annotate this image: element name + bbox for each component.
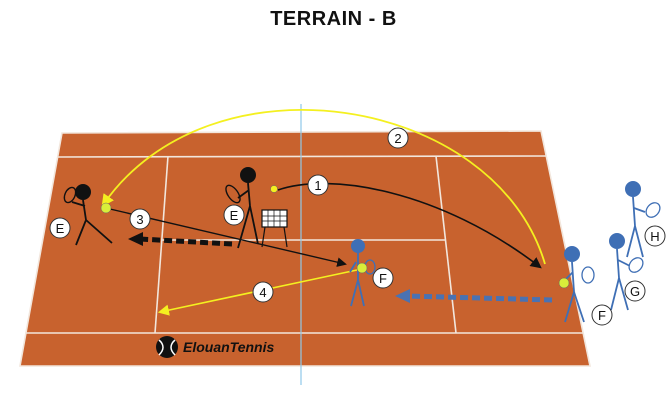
player-f-baseline-figure bbox=[558, 246, 595, 323]
brand-logo: ElouanTennis bbox=[156, 336, 274, 358]
player-h-figure bbox=[625, 181, 661, 258]
step-4-badge: 4 bbox=[252, 281, 274, 303]
player-label-e-baseline: E bbox=[49, 217, 71, 239]
svg-text:2: 2 bbox=[394, 131, 401, 146]
player-label-e-feeder: E bbox=[223, 204, 245, 226]
player-f-net-figure bbox=[349, 239, 376, 307]
player-label-f-baseline: F bbox=[591, 304, 613, 326]
ball-icon bbox=[356, 262, 368, 274]
ball-icon bbox=[558, 277, 570, 289]
svg-text:4: 4 bbox=[259, 285, 266, 300]
step-3-badge: 3 bbox=[129, 208, 151, 230]
tennis-court bbox=[19, 104, 591, 385]
svg-text:1: 1 bbox=[314, 178, 321, 193]
player-e-baseline-figure bbox=[63, 184, 113, 246]
racket-icon bbox=[63, 186, 77, 204]
svg-text:3: 3 bbox=[136, 212, 143, 227]
player-label-f-net: F bbox=[372, 267, 394, 289]
movement-arrow-black bbox=[128, 232, 233, 247]
shot-arrow-1 bbox=[277, 182, 542, 269]
svg-text:E: E bbox=[56, 221, 65, 236]
svg-text:E: E bbox=[230, 208, 239, 223]
player-e-feeder-figure bbox=[225, 167, 278, 249]
brand-name: ElouanTennis bbox=[183, 339, 274, 355]
racket-icon bbox=[581, 266, 595, 284]
player-g-figure bbox=[609, 233, 644, 311]
racket-icon bbox=[225, 184, 241, 204]
racket-icon bbox=[645, 202, 661, 218]
step-1-badge: 1 bbox=[307, 174, 329, 196]
ball-icon bbox=[270, 185, 278, 193]
court-lines bbox=[19, 130, 591, 367]
racket-icon bbox=[628, 257, 644, 273]
diagram-title: TERRAIN - B bbox=[270, 8, 397, 30]
svg-text:H: H bbox=[650, 229, 659, 244]
ball-icon bbox=[100, 202, 112, 214]
player-label-h: H bbox=[644, 225, 666, 247]
movement-arrow-blue bbox=[395, 289, 553, 303]
svg-text:F: F bbox=[379, 271, 387, 286]
ball-basket-icon bbox=[261, 209, 288, 248]
player-label-g: G bbox=[624, 280, 646, 302]
svg-text:G: G bbox=[630, 284, 640, 299]
step-2-badge: 2 bbox=[387, 127, 409, 149]
lob-arrow-2 bbox=[101, 109, 546, 265]
svg-text:F: F bbox=[598, 308, 606, 323]
